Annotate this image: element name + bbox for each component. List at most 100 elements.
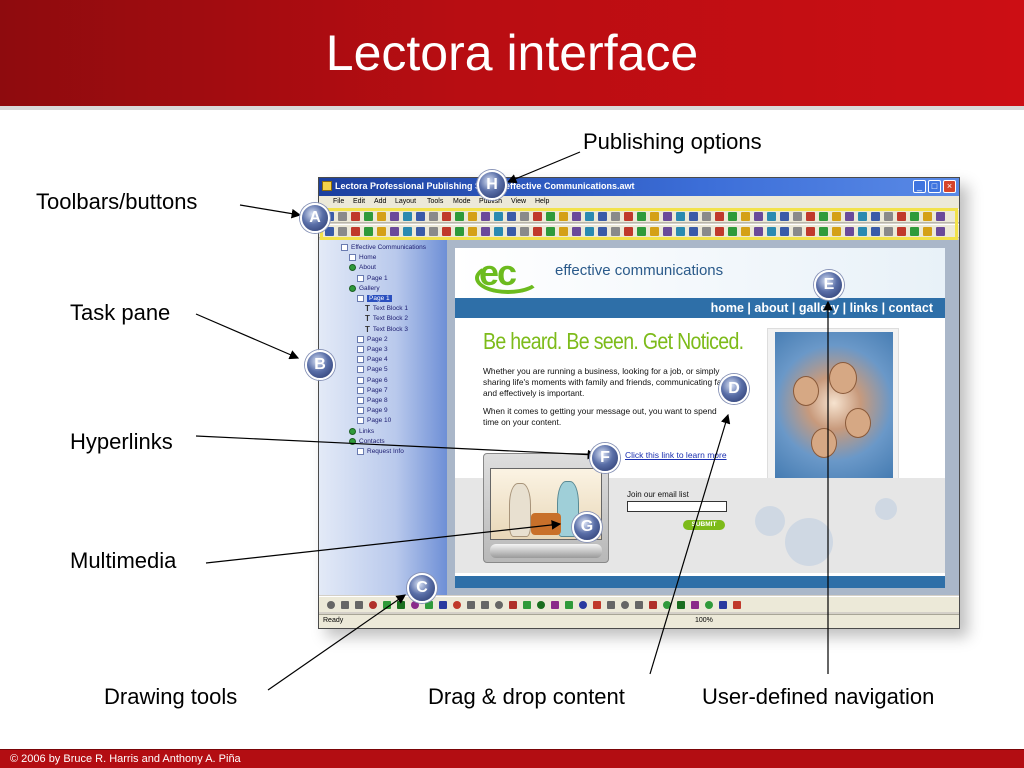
tree-item[interactable]: Page 6 [357,376,388,384]
object-button-icon[interactable] [858,227,867,236]
menu-help[interactable]: Help [535,198,550,205]
drawing-tool-icon[interactable] [453,601,461,609]
toolbar-button-icon[interactable] [689,212,698,221]
object-button-icon[interactable] [676,227,685,236]
object-button-icon[interactable] [585,227,594,236]
toolbar-button-icon[interactable] [611,212,620,221]
object-button-icon[interactable] [468,227,477,236]
toolbar-button-icon[interactable] [494,212,503,221]
object-button-icon[interactable] [624,227,633,236]
tree-item[interactable]: Effective Communications [341,244,426,251]
toolbar-button-icon[interactable] [702,212,711,221]
toolbar-button-icon[interactable] [728,212,737,221]
toolbar-button-icon[interactable] [507,212,516,221]
site-nav-links[interactable]: home | about | gallery | links | contact [710,301,933,315]
object-button-icon[interactable] [884,227,893,236]
toolbar-button-icon[interactable] [715,212,724,221]
object-button-icon[interactable] [403,227,412,236]
object-button-icon[interactable] [793,227,802,236]
toolbar-button-icon[interactable] [481,212,490,221]
object-button-icon[interactable] [598,227,607,236]
toolbar-button-icon[interactable] [780,212,789,221]
object-button-icon[interactable] [416,227,425,236]
toolbar-button-icon[interactable] [338,212,347,221]
tree-item[interactable]: Home [349,254,376,261]
object-button-icon[interactable] [390,227,399,236]
drawing-tool-icon[interactable] [579,601,587,609]
toolbar-button-icon[interactable] [650,212,659,221]
tree-item[interactable]: Page 8 [357,397,388,404]
object-button-icon[interactable] [897,227,906,236]
toolbar-button-icon[interactable] [884,212,893,221]
toolbar-button-icon[interactable] [793,212,802,221]
tree-item[interactable]: Page 1 [357,274,388,282]
toolbar-button-icon[interactable] [416,212,425,221]
drawing-tool-icon[interactable] [467,601,475,609]
object-button-icon[interactable] [910,227,919,236]
media-player[interactable] [483,453,609,563]
drawing-tool-icon[interactable] [355,601,363,609]
drawing-tool-icon[interactable] [537,601,545,609]
object-button-icon[interactable] [741,227,750,236]
object-button-icon[interactable] [572,227,581,236]
object-button-icon[interactable] [832,227,841,236]
drawing-tool-icon[interactable] [523,601,531,609]
drawing-tool-icon[interactable] [383,601,391,609]
drawing-tool-icon[interactable] [411,601,419,609]
toolbar-button-icon[interactable] [429,212,438,221]
toolbar-button-icon[interactable] [845,212,854,221]
toolbar-button-icon[interactable] [533,212,542,221]
object-button-icon[interactable] [559,227,568,236]
toolbar-button-icon[interactable] [767,212,776,221]
object-button-icon[interactable] [936,227,945,236]
site-navigation[interactable]: home | about | gallery | links | contact [455,298,945,318]
object-button-icon[interactable] [767,227,776,236]
tree-item[interactable]: Page 3 [357,346,388,353]
toolbar-button-icon[interactable] [936,212,945,221]
toolbar-button-icon[interactable] [624,212,633,221]
toolbar-button-icon[interactable] [377,212,386,221]
object-button-icon[interactable] [728,227,737,236]
object-button-icon[interactable] [364,227,373,236]
tree-item[interactable]: Request Info [357,448,404,455]
object-button-icon[interactable] [507,227,516,236]
toolbar-button-icon[interactable] [871,212,880,221]
drawing-tool-icon[interactable] [481,601,489,609]
drawing-tool-icon[interactable] [327,601,335,609]
drawing-tool-icon[interactable] [341,601,349,609]
toolbar-button-icon[interactable] [806,212,815,221]
menu-view[interactable]: View [511,198,527,205]
toolbar-button-icon[interactable] [546,212,555,221]
toolbar-button-icon[interactable] [351,212,360,221]
menu-layout[interactable]: Layout [395,198,417,205]
object-button-icon[interactable] [611,227,620,236]
tree-item[interactable]: Page 1 [357,295,392,303]
toolbar-button-icon[interactable] [663,212,672,221]
menu-file[interactable]: File [333,198,345,205]
object-button-icon[interactable] [780,227,789,236]
object-button-icon[interactable] [845,227,854,236]
toolbar-button-icon[interactable] [897,212,906,221]
drawing-tool-icon[interactable] [607,601,615,609]
object-button-icon[interactable] [637,227,646,236]
submit-button[interactable]: SUBMIT [683,520,725,530]
toolbar-button-icon[interactable] [754,212,763,221]
toolbar-button-icon[interactable] [559,212,568,221]
email-input[interactable] [627,501,727,512]
object-button-icon[interactable] [650,227,659,236]
toolbar-button-icon[interactable] [520,212,529,221]
object-button-icon[interactable] [377,227,386,236]
object-button-icon[interactable] [455,227,464,236]
object-button-icon[interactable] [754,227,763,236]
toolbar-button-icon[interactable] [403,212,412,221]
tree-item[interactable]: About [349,264,376,272]
toolbar-button-icon[interactable] [637,212,646,221]
tree-item[interactable]: Page 4 [357,356,388,363]
drawing-tool-icon[interactable] [649,601,657,609]
toolbar-button-icon[interactable] [832,212,841,221]
object-button-icon[interactable] [806,227,815,236]
toolbar-button-icon[interactable] [455,212,464,221]
object-button-icon[interactable] [481,227,490,236]
